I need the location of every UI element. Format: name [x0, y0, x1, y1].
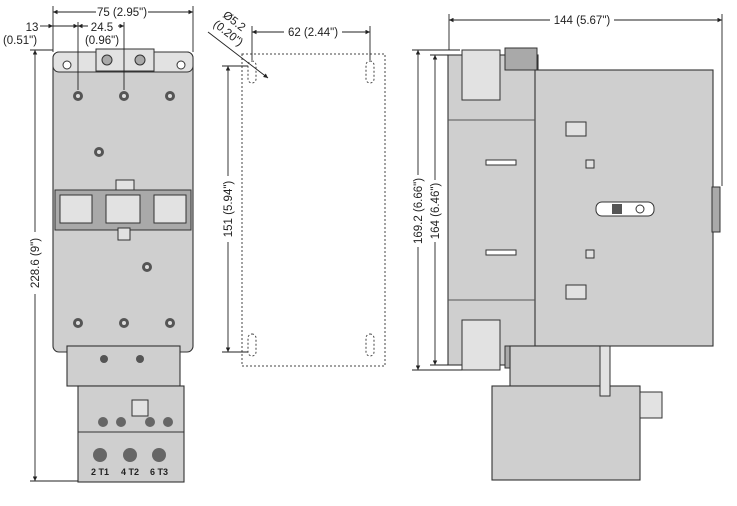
terminal-label-t3: 6 T3 — [150, 467, 168, 477]
template-height-dimension: 151 (5.94") — [223, 181, 235, 238]
terminal-screws-top — [73, 91, 175, 101]
side-height-dimension-1: 169.2 (6.66") — [413, 178, 425, 244]
offset-dimension-in: (0.51") — [3, 35, 37, 47]
terminal-label-t1: 2 T1 — [91, 467, 109, 477]
mounting-template: 62 (2.44") Ø5.2 (0.20") 151 (5.94") — [207, 9, 386, 367]
din-rail-clip — [54, 179, 192, 241]
depth-dimension: 144 (5.67") — [554, 15, 611, 27]
terminal-screws-bottom — [73, 318, 175, 328]
side-view: 144 (5.67") 169.2 (6.66") 164 (6.46") — [411, 12, 723, 481]
height-dimension: 228.6 (9") — [30, 238, 42, 288]
width-dimension: 75 (2.95") — [97, 7, 147, 19]
template-width-dimension: 62 (2.44") — [288, 27, 338, 39]
offset-dimension-mm: 13 — [26, 22, 39, 34]
front-view: 2 T1 4 T2 6 T3 75 (2.95") 13 (0.51") 24.… — [3, 4, 194, 483]
overload-relay: 2 T1 4 T2 6 T3 — [77, 385, 185, 483]
terminal-label-t2: 4 T2 — [121, 467, 139, 477]
side-height-dimension-2: 164 (6.46") — [430, 183, 442, 240]
spacing-dimension-mm: 24.5 — [91, 22, 113, 34]
spacing-dimension-in: (0.96") — [85, 35, 119, 47]
